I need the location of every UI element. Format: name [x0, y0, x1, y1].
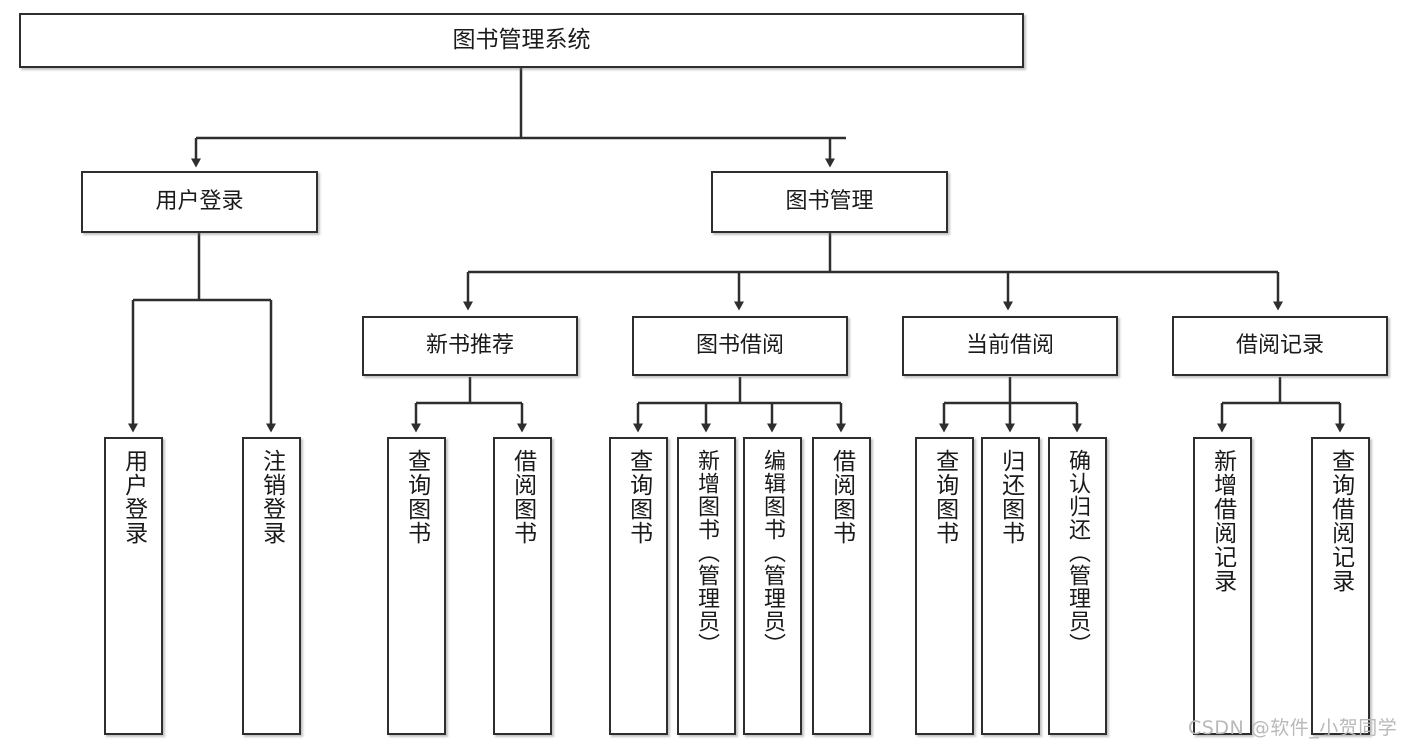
node-label: 查询图书: [625, 449, 652, 545]
leaf-borrow-borrow-book[interactable]: 借阅图书: [812, 437, 871, 735]
leaf-record-query-record[interactable]: 查询借阅记录: [1311, 437, 1370, 735]
node-label: 用户登录: [120, 449, 147, 545]
node-book-management[interactable]: 图书管理: [711, 171, 948, 233]
leaf-current-confirm-return-admin[interactable]: 确认归还（管理员）: [1048, 437, 1107, 735]
node-label: 用户登录: [155, 189, 244, 215]
node-current-borrow[interactable]: 当前借阅: [902, 316, 1118, 376]
node-label: 当前借阅: [965, 333, 1054, 359]
node-label: 新增借阅记录: [1209, 449, 1236, 593]
node-label: 归还图书: [997, 449, 1024, 545]
node-book-borrow[interactable]: 图书借阅: [632, 316, 848, 376]
node-label: 查询图书: [403, 449, 430, 545]
node-label: 图书借阅: [695, 333, 784, 359]
node-label: 图书管理: [785, 189, 874, 215]
node-borrow-record[interactable]: 借阅记录: [1172, 316, 1388, 376]
node-label: 查询借阅记录: [1327, 449, 1354, 593]
leaf-recommend-query-book[interactable]: 查询图书: [387, 437, 446, 735]
leaf-record-add-record[interactable]: 新增借阅记录: [1193, 437, 1252, 735]
node-label: 新增图书（管理员）: [694, 449, 720, 656]
node-label: 编辑图书（管理员）: [760, 449, 786, 656]
node-label: 图书管理系统: [452, 26, 591, 53]
node-user-login[interactable]: 用户登录: [81, 171, 318, 233]
node-label: 新书推荐: [425, 333, 514, 359]
leaf-borrow-add-book-admin[interactable]: 新增图书（管理员）: [677, 437, 736, 735]
node-new-book-recommend[interactable]: 新书推荐: [362, 316, 578, 376]
leaf-recommend-borrow-book[interactable]: 借阅图书: [493, 437, 552, 735]
leaf-borrow-edit-book-admin[interactable]: 编辑图书（管理员）: [743, 437, 802, 735]
watermark: CSDN @软件_小贺同学: [1188, 717, 1398, 739]
leaf-borrow-query-book[interactable]: 查询图书: [609, 437, 668, 735]
node-label: 借阅图书: [509, 449, 536, 545]
node-label: 查询图书: [931, 449, 958, 545]
leaf-current-return-book[interactable]: 归还图书: [981, 437, 1040, 735]
node-label: 借阅记录: [1235, 333, 1324, 359]
leaf-user-login-signin[interactable]: 用户登录: [104, 437, 163, 735]
node-label: 借阅图书: [828, 449, 855, 545]
leaf-current-query-book[interactable]: 查询图书: [915, 437, 974, 735]
leaf-user-login-signout[interactable]: 注销登录: [242, 437, 301, 735]
node-label: 确认归还（管理员）: [1065, 449, 1091, 656]
node-label: 注销登录: [258, 449, 285, 545]
node-root-system[interactable]: 图书管理系统: [19, 13, 1024, 68]
